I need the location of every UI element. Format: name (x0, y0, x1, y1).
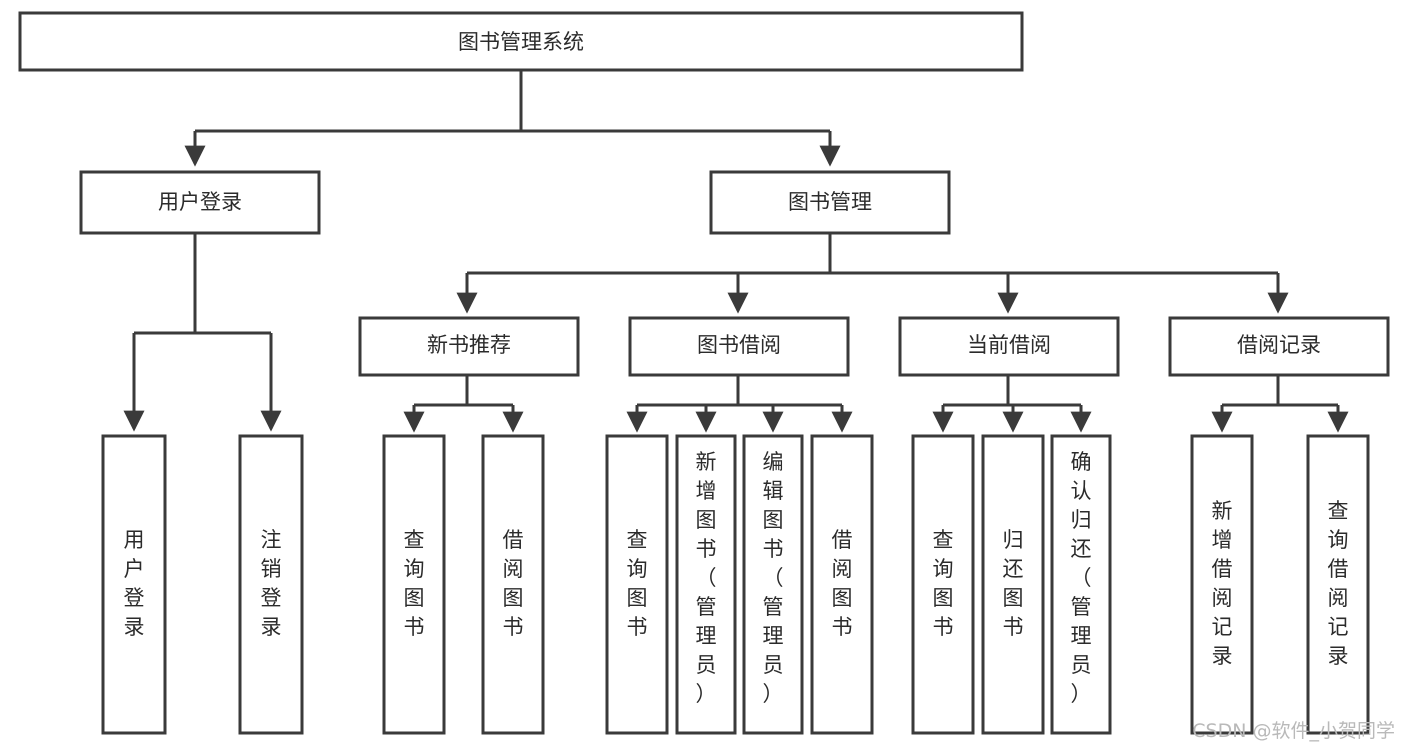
node-leaf-add-record-label: 新增借阅记录 (1212, 499, 1233, 668)
node-leaf-borrow-book-2-box[interactable] (810, 434, 874, 735)
node-leaf-add-book-box[interactable] (675, 434, 737, 735)
node-leaf-query-book-1-box[interactable] (382, 434, 446, 735)
node-leaf-user-login-label: 用户登录 (124, 528, 145, 639)
node-leaf-return-book-box[interactable] (981, 434, 1045, 735)
node-leaf-confirm-return-box[interactable] (1050, 434, 1112, 735)
node-user-login[interactable]: 用户登录 (79, 170, 321, 235)
node-leaf-query-book-2-box[interactable] (605, 434, 669, 735)
node-book-manage[interactable]: 图书管理 (709, 170, 951, 235)
node-new-book-rec-label: 新书推荐 (427, 333, 511, 357)
node-leaf-add-book[interactable]: 新增图书（管理员） (675, 434, 737, 735)
node-leaf-edit-book-box[interactable] (742, 434, 804, 735)
node-leaf-query-book-3-box[interactable] (911, 434, 975, 735)
node-leaf-add-record-box[interactable] (1190, 434, 1254, 735)
node-current-borrow-label: 当前借阅 (967, 333, 1051, 357)
csdn-watermark: CSDN @软件_小贺同学 (1192, 720, 1395, 742)
node-borrow-record-label: 借阅记录 (1237, 333, 1321, 357)
node-root-box[interactable] (18, 11, 1024, 72)
node-borrow-record[interactable]: 借阅记录 (1168, 316, 1390, 377)
node-current-borrow-box[interactable] (898, 316, 1120, 377)
node-leaf-user-logout-label: 注销登录 (261, 528, 282, 639)
node-leaf-query-book-2-label: 查询图书 (627, 528, 648, 639)
node-leaf-borrow-book-2-label: 借阅图书 (832, 528, 853, 639)
node-book-borrow-box[interactable] (628, 316, 850, 377)
node-leaf-query-book-1[interactable]: 查询图书 (382, 434, 446, 735)
node-leaf-return-book[interactable]: 归还图书 (981, 434, 1045, 735)
connector-layer (123, 70, 1349, 433)
node-new-book-rec[interactable]: 新书推荐 (358, 316, 580, 377)
node-leaf-query-book-3-label: 查询图书 (933, 528, 954, 639)
node-leaf-query-record-box[interactable] (1306, 434, 1370, 735)
node-leaf-edit-book-label: 编辑图书（管理员） (763, 450, 784, 706)
node-book-borrow-label: 图书借阅 (697, 333, 781, 357)
node-book-manage-box[interactable] (709, 170, 951, 235)
node-leaf-user-login-box[interactable] (101, 434, 167, 735)
node-leaf-add-book-label: 新增图书（管理员） (696, 450, 717, 706)
node-leaf-query-book-2[interactable]: 查询图书 (605, 434, 669, 735)
node-leaf-query-book-3[interactable]: 查询图书 (911, 434, 975, 735)
node-book-manage-label: 图书管理 (788, 190, 872, 214)
node-leaf-query-book-1-label: 查询图书 (404, 528, 425, 639)
node-leaf-borrow-book-2[interactable]: 借阅图书 (810, 434, 874, 735)
node-borrow-record-box[interactable] (1168, 316, 1390, 377)
node-root[interactable]: 图书管理系统 (18, 11, 1024, 72)
node-leaf-borrow-book-1[interactable]: 借阅图书 (481, 434, 545, 735)
node-leaf-borrow-book-1-label: 借阅图书 (503, 528, 524, 639)
node-user-login-box[interactable] (79, 170, 321, 235)
node-leaf-user-login[interactable]: 用户登录 (101, 434, 167, 735)
node-new-book-rec-box[interactable] (358, 316, 580, 377)
node-leaf-return-book-label: 归还图书 (1003, 528, 1024, 639)
node-leaf-confirm-return-label: 确认归还（管理员） (1071, 450, 1092, 706)
node-leaf-add-record[interactable]: 新增借阅记录 (1190, 434, 1254, 735)
node-user-login-label: 用户登录 (158, 190, 242, 214)
node-leaf-user-logout-box[interactable] (238, 434, 304, 735)
node-leaf-query-record[interactable]: 查询借阅记录 (1306, 434, 1370, 735)
node-leaf-borrow-book-1-box[interactable] (481, 434, 545, 735)
node-book-borrow[interactable]: 图书借阅 (628, 316, 850, 377)
node-leaf-confirm-return[interactable]: 确认归还（管理员） (1050, 434, 1112, 735)
node-leaf-query-record-label: 查询借阅记录 (1328, 499, 1349, 668)
node-leaf-edit-book[interactable]: 编辑图书（管理员） (742, 434, 804, 735)
node-leaf-user-logout[interactable]: 注销登录 (238, 434, 304, 735)
node-root-label: 图书管理系统 (458, 30, 584, 54)
node-current-borrow[interactable]: 当前借阅 (898, 316, 1120, 377)
